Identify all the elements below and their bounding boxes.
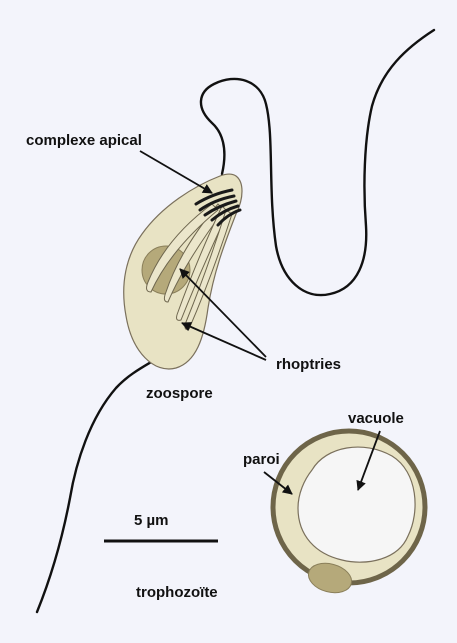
anterior-flagellum — [201, 30, 434, 295]
scale-bar-label: 5 µm — [134, 513, 169, 528]
label-trophozoite: trophozoïte — [136, 585, 218, 600]
label-vacuole: vacuole — [348, 411, 404, 426]
label-zoospore: zoospore — [146, 386, 213, 401]
label-rhoptries: rhoptries — [276, 357, 341, 372]
posterior-flagellum — [37, 333, 183, 612]
vacuole-shape — [298, 447, 415, 562]
label-paroi: paroi — [243, 452, 280, 467]
arrow-apical — [140, 151, 212, 193]
label-complexe-apical: complexe apical — [26, 133, 142, 148]
